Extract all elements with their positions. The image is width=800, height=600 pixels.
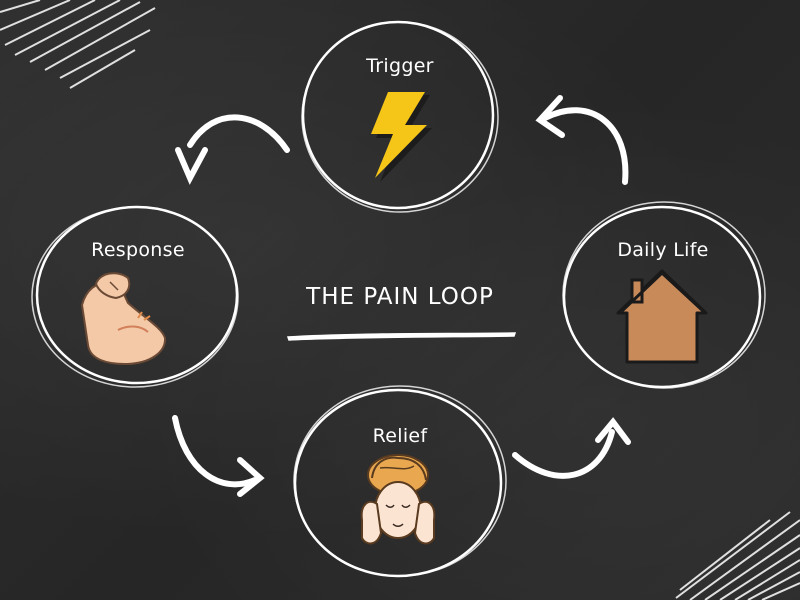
circle-trigger [301, 20, 499, 213]
arrow-response-to-relief [172, 415, 265, 497]
face-massage-icon [360, 454, 436, 545]
corner-scribble-top-left [0, 0, 156, 89]
relief-label: Relief [372, 425, 428, 447]
circle-relief [293, 385, 507, 578]
response-label: Response [91, 239, 185, 261]
arrow-trigger-to-response [175, 114, 290, 185]
circle-daily-life [562, 201, 766, 389]
circle-response [31, 205, 239, 388]
flexed-arm-icon [80, 272, 167, 366]
arrow-relief-to-daily-life [512, 417, 631, 479]
house-icon [616, 269, 708, 364]
daily-life-label: Daily Life [617, 239, 709, 261]
trigger-label: Trigger [366, 55, 434, 77]
diagram-title: THE PAIN LOOP [306, 284, 494, 310]
corner-scribble-bottom-right [675, 511, 800, 600]
title-underline [286, 332, 517, 341]
lightning-bolt-icon [371, 92, 432, 182]
arrow-daily-life-to-trigger [535, 95, 629, 185]
